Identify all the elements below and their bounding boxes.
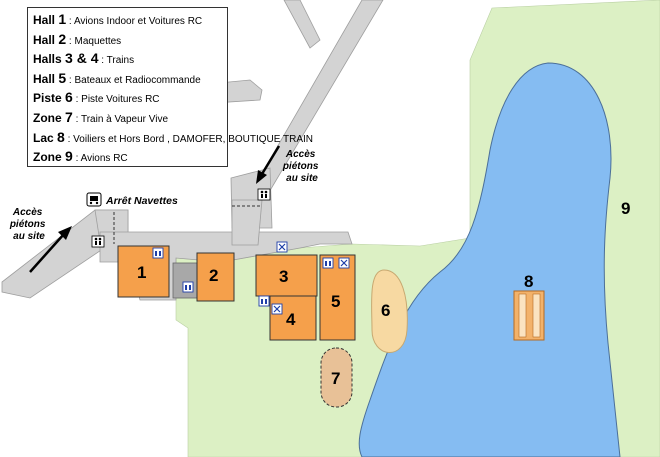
arrow-icon xyxy=(29,226,72,273)
piste-6 xyxy=(371,269,408,353)
restaurant-icon xyxy=(271,303,283,315)
zone-7 xyxy=(320,347,353,408)
legend-row: Piste 6 : Piste Voitures RC xyxy=(33,89,222,109)
restroom-icon xyxy=(258,295,270,307)
legend-description: : Maquettes xyxy=(66,35,122,47)
legend-key-number: 3 & 4 xyxy=(65,50,99,67)
shuttle-stop-label: Arrêt Navettes xyxy=(105,195,178,207)
legend-key-word: Hall xyxy=(33,32,56,47)
restroom-icon xyxy=(322,257,334,269)
lake xyxy=(358,62,621,457)
access-label-top: Accès piétons au site xyxy=(282,149,321,184)
legend-key-word: Lac xyxy=(33,130,54,145)
legend-description: : Train à Vapeur Vive xyxy=(72,113,169,125)
legend-key-number: 5 xyxy=(58,69,67,86)
legend-key: Hall 2 xyxy=(33,30,67,47)
legend-key-word: Piste xyxy=(33,91,62,106)
hall-1-label: 1 xyxy=(137,263,146,282)
legend-key-number: 7 xyxy=(65,108,73,125)
legend-key: Piste 6 xyxy=(33,89,73,106)
legend-description: : Voiliers et Hors Bord , DAMOFER, BOUTI… xyxy=(64,133,314,145)
legend-description: : Avions Indoor et Voitures RC xyxy=(66,16,203,27)
legend-key: Zone 7 xyxy=(33,108,73,125)
arrow-icon xyxy=(256,145,281,184)
restaurant-icon xyxy=(276,241,288,253)
lac-8-dock xyxy=(513,290,545,341)
legend-row: Zone 7 : Train à Vapeur Vive xyxy=(33,109,222,129)
legend-row: Halls 3 & 4 : Trains xyxy=(33,50,222,70)
legend-description: : Avions RC xyxy=(72,153,128,165)
legend-key: Halls 3 & 4 xyxy=(33,50,99,67)
legend-description: : Bateaux et Radiocommande xyxy=(66,74,201,86)
hall-2-label: 2 xyxy=(209,266,218,285)
legend-row: Lac 8 : Voiliers et Hors Bord , DAMOFER,… xyxy=(33,128,313,149)
bus-stop-icon xyxy=(86,192,102,207)
legend-key-word: Hall xyxy=(33,13,56,27)
legend-description: : Trains xyxy=(98,55,135,67)
legend-key: Hall 5 xyxy=(33,69,67,86)
hall-5 xyxy=(319,254,356,341)
legend-key-number: 9 xyxy=(65,148,73,165)
family-icon xyxy=(91,235,105,248)
legend-key-number: 8 xyxy=(57,128,65,145)
legend-key-number: 6 xyxy=(65,89,73,106)
legend-key-word: Hall xyxy=(33,71,56,86)
legend-key-word: Zone xyxy=(33,150,62,165)
family-icon xyxy=(257,188,271,201)
legend-row: Hall 2 : Maquettes xyxy=(33,31,222,51)
hall-5-label: 5 xyxy=(331,292,340,311)
legend-key: Zone 9 xyxy=(33,148,73,165)
hall-2 xyxy=(196,252,235,302)
zone-9-label: 9 xyxy=(621,199,630,218)
hall-3-label: 3 xyxy=(279,267,288,286)
legend-key: Lac 8 xyxy=(33,128,65,145)
legend-row: Hall 1 : Avions Indoor et Voitures RC xyxy=(33,11,222,31)
legend-row: Zone 9 : Avions RC xyxy=(33,148,222,168)
lac-8-label: 8 xyxy=(524,272,533,291)
hall-4 xyxy=(269,295,317,341)
grey-annex xyxy=(172,262,198,299)
legend-description: : Piste Voitures RC xyxy=(72,94,160,106)
legend-key-number: 1 xyxy=(58,11,67,27)
piste-6-label: 6 xyxy=(381,301,390,320)
restaurant-icon xyxy=(338,257,350,269)
legend-key-number: 2 xyxy=(58,30,67,47)
legend-key-word: Halls xyxy=(33,52,62,67)
restroom-icon xyxy=(152,247,164,259)
access-label-left: Accès piétons au site xyxy=(9,207,48,242)
legend-key-word: Zone xyxy=(33,110,62,125)
hall-4-label: 4 xyxy=(286,310,296,329)
restroom-icon xyxy=(182,281,194,293)
hall-3 xyxy=(255,254,318,297)
legend-row: Hall 5 : Bateaux et Radiocommande xyxy=(33,70,222,90)
zone-7-label: 7 xyxy=(331,369,340,388)
legend-key: Hall 1 xyxy=(33,11,67,27)
